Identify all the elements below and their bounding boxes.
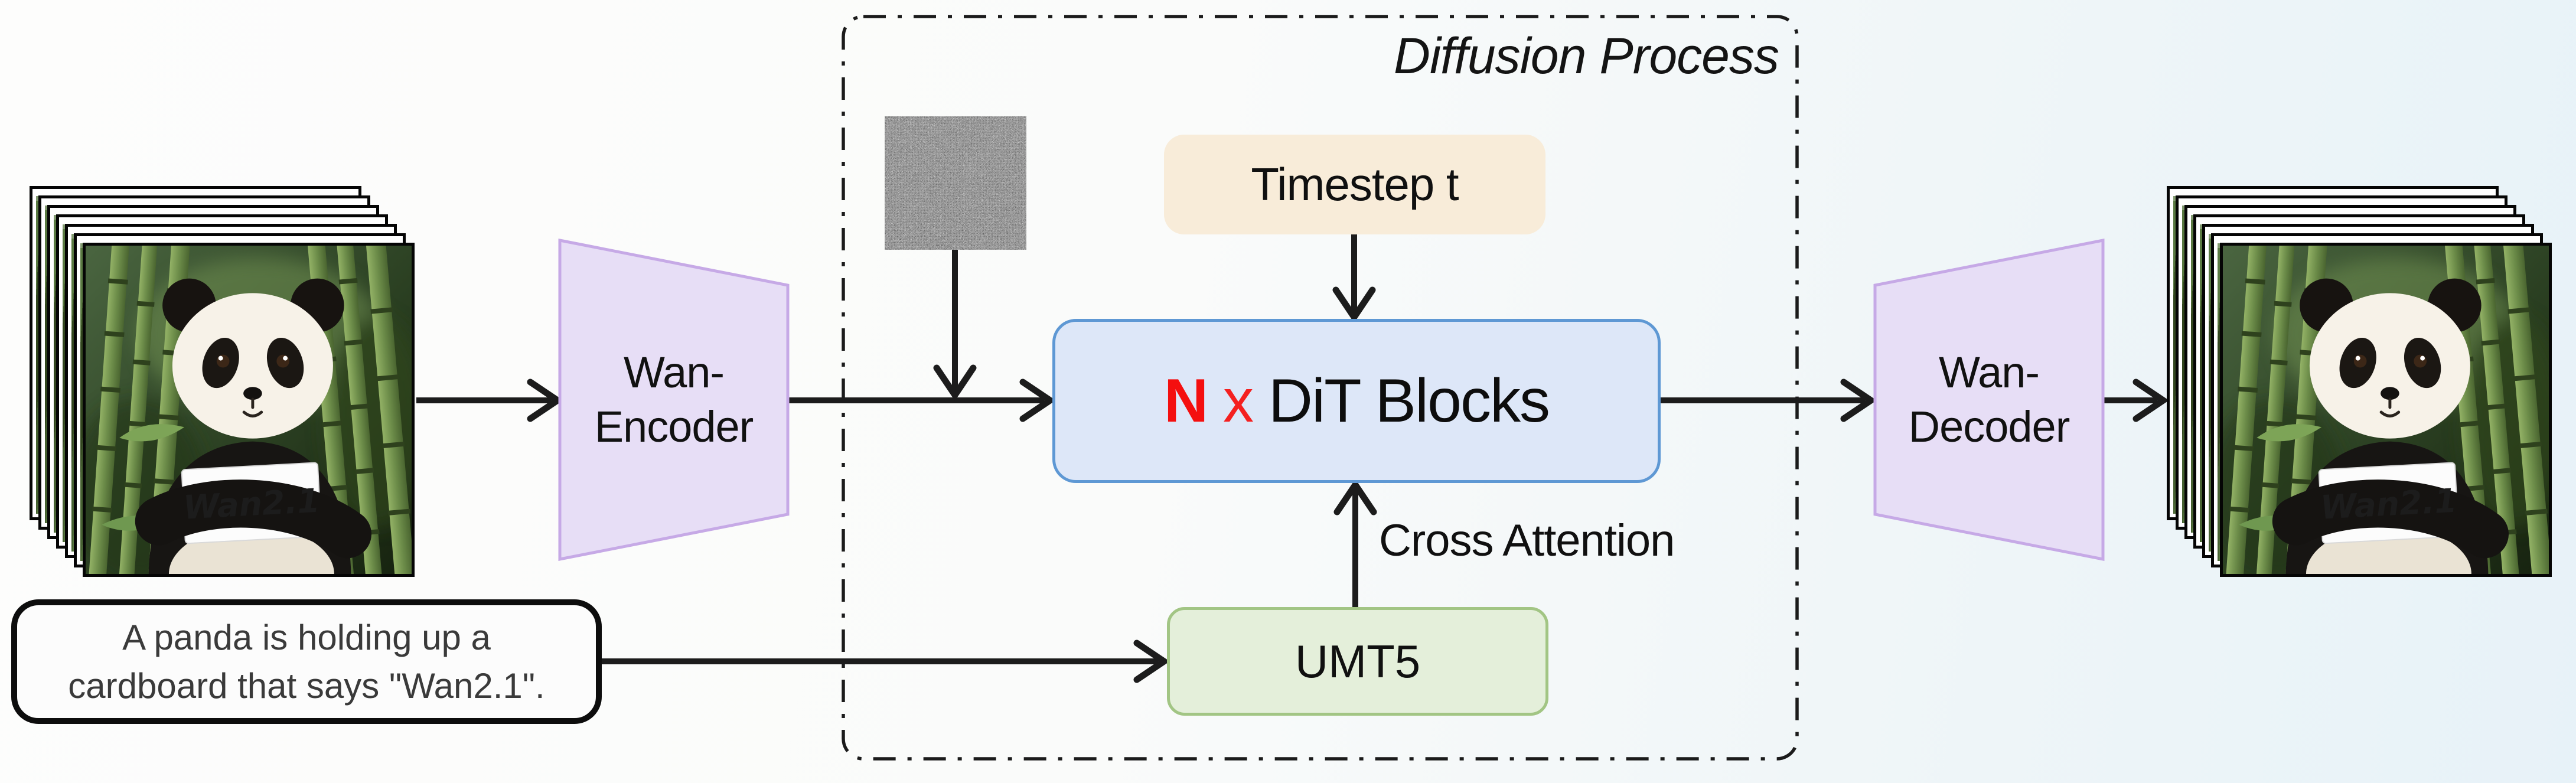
prompt-line1: A panda is holding up a (122, 617, 491, 657)
umt5-label: UMT5 (1294, 635, 1421, 687)
dit-label: DiT Blocks (1268, 366, 1550, 435)
panda-image: Wan2.1 (86, 246, 412, 574)
umt5-node: UMT5 (1167, 607, 1548, 716)
dit-blocks-node: N x DiT Blocks (1052, 319, 1661, 483)
cross-attention-label: Cross Attention (1379, 516, 1675, 566)
decoder-label-line1: Wan- (1938, 348, 2040, 397)
video-frame-front: Wan2.1 (2220, 243, 2552, 577)
wan-decoder-block: Wan- Decoder (1873, 238, 2105, 562)
arrow-encoder-to-dit (789, 379, 1056, 422)
encoder-label-line2: Encoder (594, 402, 754, 451)
arrow-timestep-to-dit (1332, 234, 1376, 323)
decoder-label-line2: Decoder (1908, 402, 2070, 451)
timestep-node: Timestep t (1164, 135, 1545, 234)
timestep-label: Timestep t (1251, 158, 1459, 210)
panda-sign-text: Wan2.1 (2320, 482, 2458, 527)
output-video-frames-stack: Wan2.1 (2167, 186, 2552, 577)
video-frame-front: Wan2.1 (83, 243, 415, 577)
arrow-decoder-to-output (2104, 379, 2169, 422)
prompt-line2: cardboard that says "Wan2.1". (68, 665, 545, 706)
dit-multiplier: N (1164, 366, 1208, 435)
input-video-frames-stack: Wan2.1 (30, 186, 415, 577)
arrow-noise-to-flow (933, 250, 977, 401)
arrow-prompt-to-umt5 (602, 640, 1170, 683)
panda-sign-text: Wan2.1 (182, 482, 321, 527)
arrow-input-to-encoder (416, 379, 563, 422)
decoder-trapezoid-shape (1873, 238, 2105, 562)
dit-times-sign: x (1207, 366, 1269, 435)
encoder-trapezoid-shape (558, 238, 790, 562)
gaussian-noise-image (885, 116, 1026, 250)
arrow-umt5-to-dit (1333, 479, 1377, 607)
diffusion-process-title: Diffusion Process (1393, 28, 1779, 84)
arrow-dit-to-decoder (1661, 379, 1877, 422)
encoder-label-line1: Wan- (623, 348, 725, 397)
text-prompt-box: A panda is holding up a cardboard that s… (11, 599, 602, 724)
wan-encoder-block: Wan- Encoder (558, 238, 790, 562)
panda-image: Wan2.1 (2223, 246, 2549, 574)
